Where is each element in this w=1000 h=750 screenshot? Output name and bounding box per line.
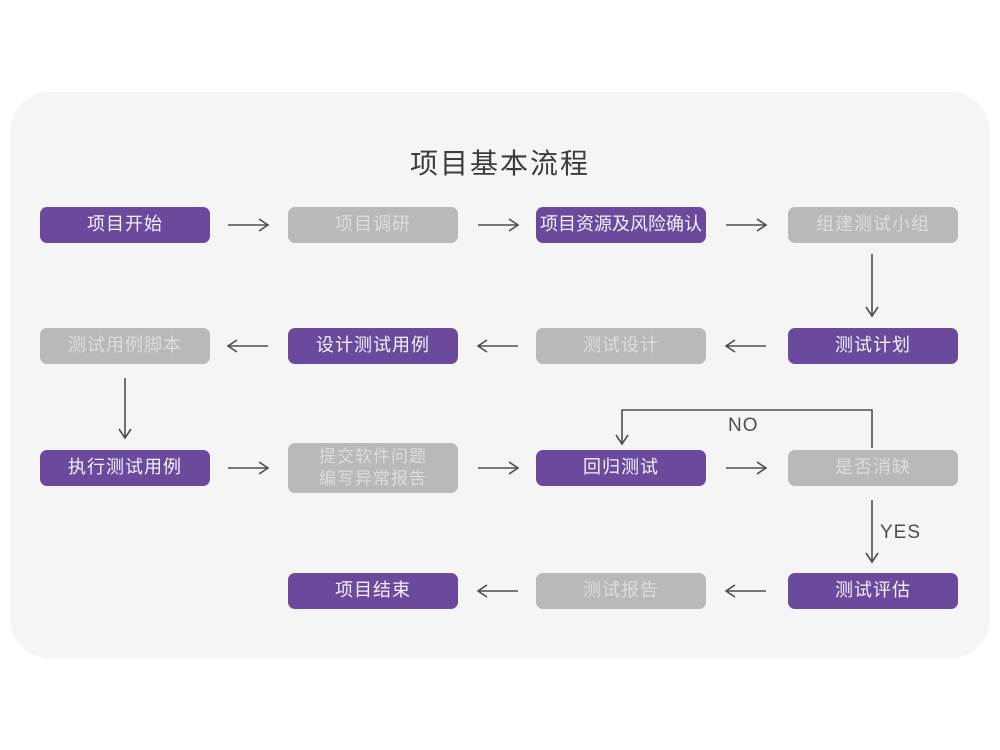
node-test-plan: 测试计划 xyxy=(788,328,958,364)
yes-branch-label: YES xyxy=(880,522,922,543)
node-project-start: 项目开始 xyxy=(40,207,210,243)
node-test-case-scripts: 测试用例脚本 xyxy=(40,328,210,364)
node-regression-test: 回归测试 xyxy=(536,450,706,486)
node-submit-issue-report-line1: 提交软件问题 xyxy=(319,446,427,466)
node-submit-issue-report: 提交软件问题 编写异常报告 xyxy=(288,443,458,493)
flowchart-card xyxy=(10,92,990,658)
no-branch-label: NO xyxy=(728,415,759,436)
node-project-research: 项目调研 xyxy=(288,207,458,243)
node-test-evaluation: 测试评估 xyxy=(788,573,958,609)
node-project-end: 项目结束 xyxy=(288,573,458,609)
node-execute-test-cases: 执行测试用例 xyxy=(40,450,210,486)
node-defect-resolved: 是否消缺 xyxy=(788,450,958,486)
node-submit-issue-report-line2: 编写异常报告 xyxy=(319,469,427,488)
node-test-report: 测试报告 xyxy=(536,573,706,609)
node-test-design: 测试设计 xyxy=(536,328,706,364)
page-title: 项目基本流程 xyxy=(409,148,590,179)
node-resources-risk-confirm: 项目资源及风险确认 xyxy=(536,207,706,243)
node-form-test-team: 组建测试小组 xyxy=(788,207,958,243)
node-design-test-cases: 设计测试用例 xyxy=(288,328,458,364)
